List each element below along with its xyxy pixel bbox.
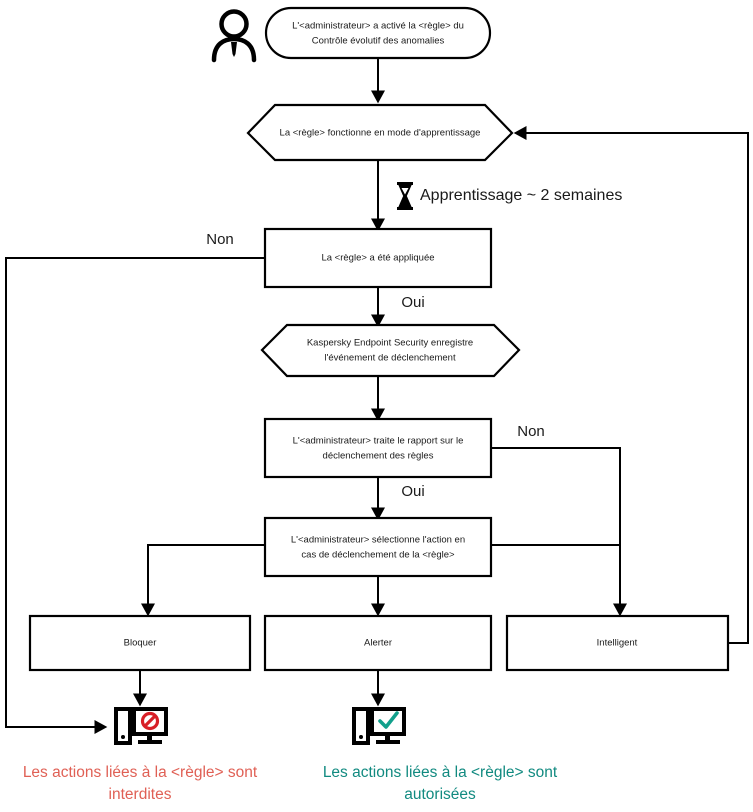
edge-label-report-no: Non bbox=[517, 423, 545, 440]
node-learning-mode-label: La <règle> fonctionne en mode d'apprenti… bbox=[280, 128, 481, 139]
node-admin-selects-action[interactable]: L'<administrateur> sélectionne l'action … bbox=[263, 516, 493, 578]
node-admin-processes-report-line2: déclenchement des règles bbox=[323, 451, 434, 462]
node-kes-logs-event-line2: l'événement de déclenchement bbox=[324, 353, 456, 364]
node-action-block[interactable]: Bloquer bbox=[28, 614, 252, 672]
node-admin-processes-report-line1: L'<administrateur> traite le rapport sur… bbox=[293, 436, 464, 447]
edge-label-layer: Non Oui Non Oui bbox=[206, 231, 545, 500]
node-admin-selects-action-line1: L'<administrateur> sélectionne l'action … bbox=[291, 535, 465, 546]
caption-allowed-line2: autorisées bbox=[404, 786, 476, 803]
edge-label-applied-no: Non bbox=[206, 231, 234, 248]
caption-allowed: Les actions liées à la <règle> sont auto… bbox=[323, 764, 558, 803]
node-action-smart-label: Intelligent bbox=[597, 638, 638, 649]
node-start[interactable]: L'<administrateur> a activé la <règle> d… bbox=[264, 6, 492, 60]
computer-allowed-icon bbox=[352, 707, 406, 745]
node-start-line1: L'<administrateur> a activé la <règle> d… bbox=[292, 21, 464, 32]
computer-blocked-icon bbox=[114, 707, 168, 745]
note-learning-duration: Apprentissage ~ 2 semaines bbox=[397, 182, 622, 210]
node-learning-mode[interactable]: La <règle> fonctionne en mode d'apprenti… bbox=[246, 103, 514, 162]
edge-smart-loopback-to-learning bbox=[513, 126, 749, 644]
hourglass-icon bbox=[397, 182, 413, 210]
node-action-alert[interactable]: Alerter bbox=[263, 614, 493, 672]
note-learning-duration-label: Apprentissage ~ 2 semaines bbox=[420, 187, 622, 204]
node-action-alert-label: Alerter bbox=[364, 638, 392, 649]
caption-forbidden-line1: Les actions liées à la <règle> sont bbox=[23, 764, 258, 781]
edge-report-no-to-smart bbox=[491, 447, 627, 617]
node-admin-selects-action-line2: cas de déclenchement de la <règle> bbox=[301, 550, 455, 561]
node-rule-applied-label: La <règle> a été appliquée bbox=[321, 253, 434, 264]
node-start-line2: Contrôle évolutif des anomalies bbox=[312, 36, 445, 47]
node-admin-processes-report[interactable]: L'<administrateur> traite le rapport sur… bbox=[263, 417, 493, 479]
node-rule-applied[interactable]: La <règle> a été appliquée bbox=[263, 227, 493, 289]
node-action-block-label: Bloquer bbox=[124, 638, 157, 649]
edge-applied-no-to-forbidden bbox=[5, 257, 265, 734]
caption-allowed-line1: Les actions liées à la <règle> sont bbox=[323, 764, 558, 781]
caption-forbidden-line2: interdites bbox=[109, 786, 172, 803]
edge-label-report-yes: Oui bbox=[401, 483, 424, 500]
connector-layer bbox=[5, 58, 749, 734]
caption-forbidden: Les actions liées à la <règle> sont inte… bbox=[23, 764, 258, 803]
node-kes-logs-event[interactable]: Kaspersky Endpoint Security enregistre l… bbox=[260, 323, 521, 378]
person-icon bbox=[211, 9, 257, 63]
edge-select-to-block bbox=[141, 544, 265, 617]
node-kes-logs-event-line1: Kaspersky Endpoint Security enregistre bbox=[307, 338, 473, 349]
edge-label-applied-yes: Oui bbox=[401, 294, 424, 311]
node-action-smart[interactable]: Intelligent bbox=[505, 614, 730, 672]
